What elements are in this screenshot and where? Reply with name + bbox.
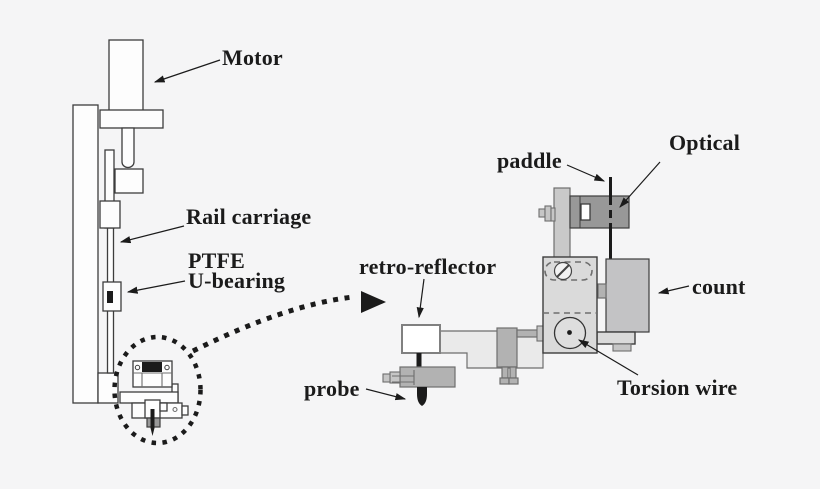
probe-holder-fitting — [389, 371, 401, 384]
mech-probe-needle — [150, 409, 155, 436]
zoom-arrowhead — [361, 291, 386, 313]
zoom-ellipse — [112, 334, 203, 446]
clamp-leg-right — [509, 366, 517, 379]
mech-end-tab — [181, 405, 189, 416]
bolt-nut — [544, 205, 552, 222]
ptfe-arrow — [126, 280, 186, 294]
mech-small-block — [159, 402, 168, 412]
mech-sensor-black — [142, 362, 162, 372]
shaft-coupling — [114, 168, 144, 194]
paddle-wire-top — [609, 177, 612, 197]
torsion-wire-dot — [567, 330, 572, 335]
rail-carriage-arrow — [119, 225, 185, 244]
counter-connector — [597, 283, 607, 299]
carriage-block — [99, 200, 121, 229]
motor-body — [108, 39, 144, 112]
clamp-rod — [516, 329, 539, 338]
hidden-slot — [544, 261, 593, 281]
probe-head-assembly — [382, 177, 650, 406]
annotation-arrows — [119, 59, 690, 401]
optical-window — [580, 203, 591, 221]
motor-label: Motor — [222, 45, 283, 70]
motor-arrow — [153, 59, 221, 83]
optical-encoder-box — [569, 195, 630, 229]
retro-reflector-arrow — [416, 278, 425, 319]
retro-reflector-rod — [416, 353, 422, 367]
u-bearing-core — [107, 291, 113, 303]
paddle-arrow — [566, 164, 606, 182]
bolt-shaft — [538, 208, 546, 218]
clamp-foot-left — [499, 377, 510, 385]
retro-reflector-label: retro-reflector — [359, 254, 497, 279]
clamp-post — [496, 327, 518, 368]
motor-bracket — [99, 109, 164, 129]
counter-tab — [612, 343, 632, 352]
paddle-wire-bottom — [609, 228, 612, 259]
probe-holder-tip-fitting — [382, 373, 391, 383]
count-label: count — [692, 274, 746, 299]
count-arrow — [657, 285, 690, 295]
rail-assembly — [72, 39, 164, 404]
screw-slot — [556, 264, 570, 278]
counter-box — [605, 258, 650, 333]
mech-bracket-screw — [172, 406, 178, 413]
motor-shaft — [121, 127, 135, 169]
circled-mechanism — [119, 360, 189, 436]
clamp-leg-left — [501, 366, 509, 379]
rail-carriage-label: Rail carriage — [186, 204, 312, 229]
optical-arrow — [619, 161, 661, 208]
paddle-label: paddle — [497, 148, 562, 173]
probe-arrow — [365, 388, 407, 401]
ptfe-label-line1: PTFE — [188, 248, 246, 273]
rail-post — [72, 104, 99, 404]
paddle-column — [553, 187, 571, 259]
retro-reflector-box — [401, 324, 441, 354]
torsion-wire-arrow — [577, 339, 639, 376]
probe-label: probe — [304, 376, 360, 401]
zoom-dotted-arrow — [191, 294, 354, 354]
mech-screw-left — [134, 364, 141, 371]
bolt-washer — [550, 207, 556, 222]
optical-label: Optical — [669, 130, 741, 155]
ptfe-label-line2: U-bearing — [188, 268, 286, 293]
rail-foot — [97, 372, 119, 404]
probe-holder — [399, 366, 456, 388]
counter-step — [596, 331, 636, 345]
torsion-wire-label: Torsion wire — [617, 375, 738, 400]
clamp-foot-right — [508, 377, 519, 385]
mech-screw-right — [164, 364, 170, 371]
probe-tip — [417, 387, 427, 406]
